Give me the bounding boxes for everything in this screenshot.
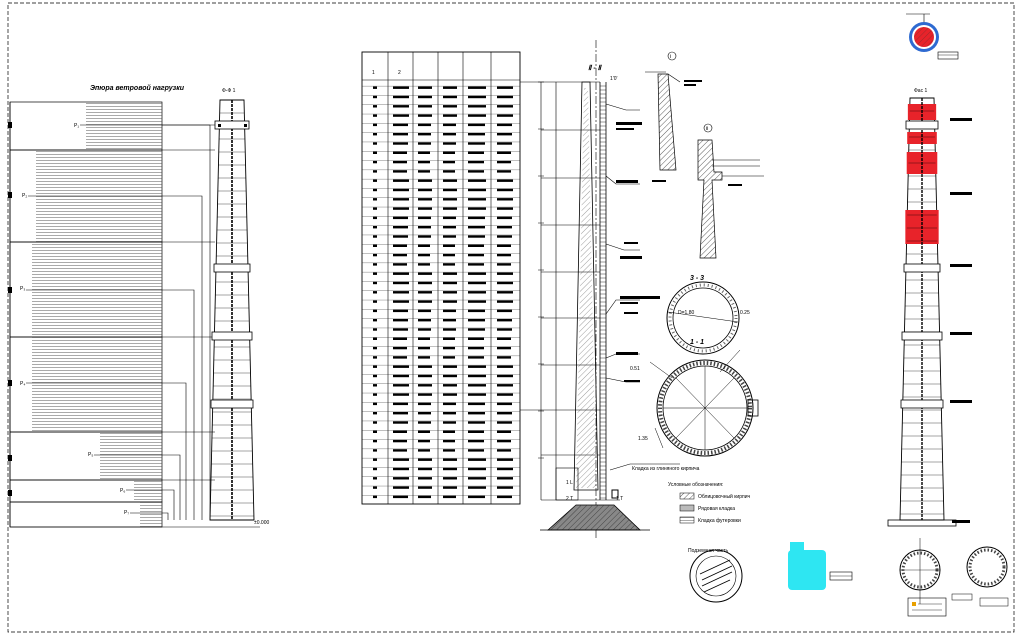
table-header-mark-1: 1 (372, 70, 375, 76)
chimney-right-elevation: Фас 1 (887, 88, 972, 527)
legend-title: Условные обозначения: (668, 482, 723, 488)
svg-text:1.35: 1.35 (638, 436, 648, 442)
section-mark-2t: 2 T (566, 496, 573, 502)
section-view-title: Ⅱ - Ⅱ (588, 64, 603, 72)
section-mark-1t: 1 T (616, 496, 623, 502)
section-1-1: 1 - 1 1.35 0.51 (630, 339, 759, 457)
svg-text:Подземная часть: Подземная часть (688, 548, 728, 554)
load-label-p4: P₄ (20, 381, 25, 387)
svg-text:0.51: 0.51 (630, 366, 640, 372)
spec-table: 1 2 (361, 51, 521, 505)
cyan-block (788, 542, 853, 590)
section-note: Кладка из глиняного кирпича (632, 466, 700, 472)
callout-1: Ⅰ (670, 54, 671, 60)
load-label-p3: P₃ (20, 286, 25, 292)
svg-text:0.25: 0.25 (740, 310, 750, 316)
chimney-right-label: Фас 1 (914, 88, 927, 94)
svg-text:±0.000: ±0.000 (254, 520, 269, 526)
load-label-p6: P₆ (120, 488, 125, 494)
legend-item-1: Облицовочный кирпич (698, 493, 751, 500)
wind-load-diagram: Эпюра ветровой нагрузки P₁ P₂ P₃ P₄ P₅ P… (8, 84, 260, 528)
table-header-mark-2: 2 (398, 70, 401, 76)
load-label-p5: P₅ (88, 452, 93, 458)
chimney-section: Ⅱ - Ⅱ (520, 40, 700, 540)
detail-callouts: Ⅰ Ⅱ (645, 51, 764, 259)
callout-2: Ⅱ (706, 126, 708, 132)
svg-text:D=1.80: D=1.80 (678, 310, 694, 316)
bottom-right-plans (899, 538, 1009, 617)
section-3-3: 3 - 3 D=1.80 0.25 (666, 275, 750, 355)
legend-item-2: Рядовая кладка (698, 506, 735, 512)
top-marker (906, 13, 959, 60)
section-3-3-title: 3 - 3 (690, 275, 704, 282)
load-label-p1: P₁ (74, 123, 79, 129)
chimney-left-elevation: Ф-Ф 1 ±0.000 (209, 88, 269, 526)
bottom-plan-circle: Подземная часть (688, 548, 743, 603)
chimney-left-label: Ф-Ф 1 (222, 88, 236, 94)
svg-text:1'0': 1'0' (610, 76, 618, 82)
load-diagram-title: Эпюра ветровой нагрузки (90, 84, 185, 92)
legend-item-3: Кладка футеровки (698, 518, 741, 524)
load-label-p7: P₇ (124, 510, 129, 516)
load-label-p2: P₂ (22, 193, 27, 199)
section-1-1-title: 1 - 1 (690, 339, 704, 346)
section-mark-1l: 1 L (566, 480, 573, 486)
sheet-frame (7, 2, 1015, 633)
legend: Условные обозначения: Облицовочный кирпи… (668, 482, 751, 524)
